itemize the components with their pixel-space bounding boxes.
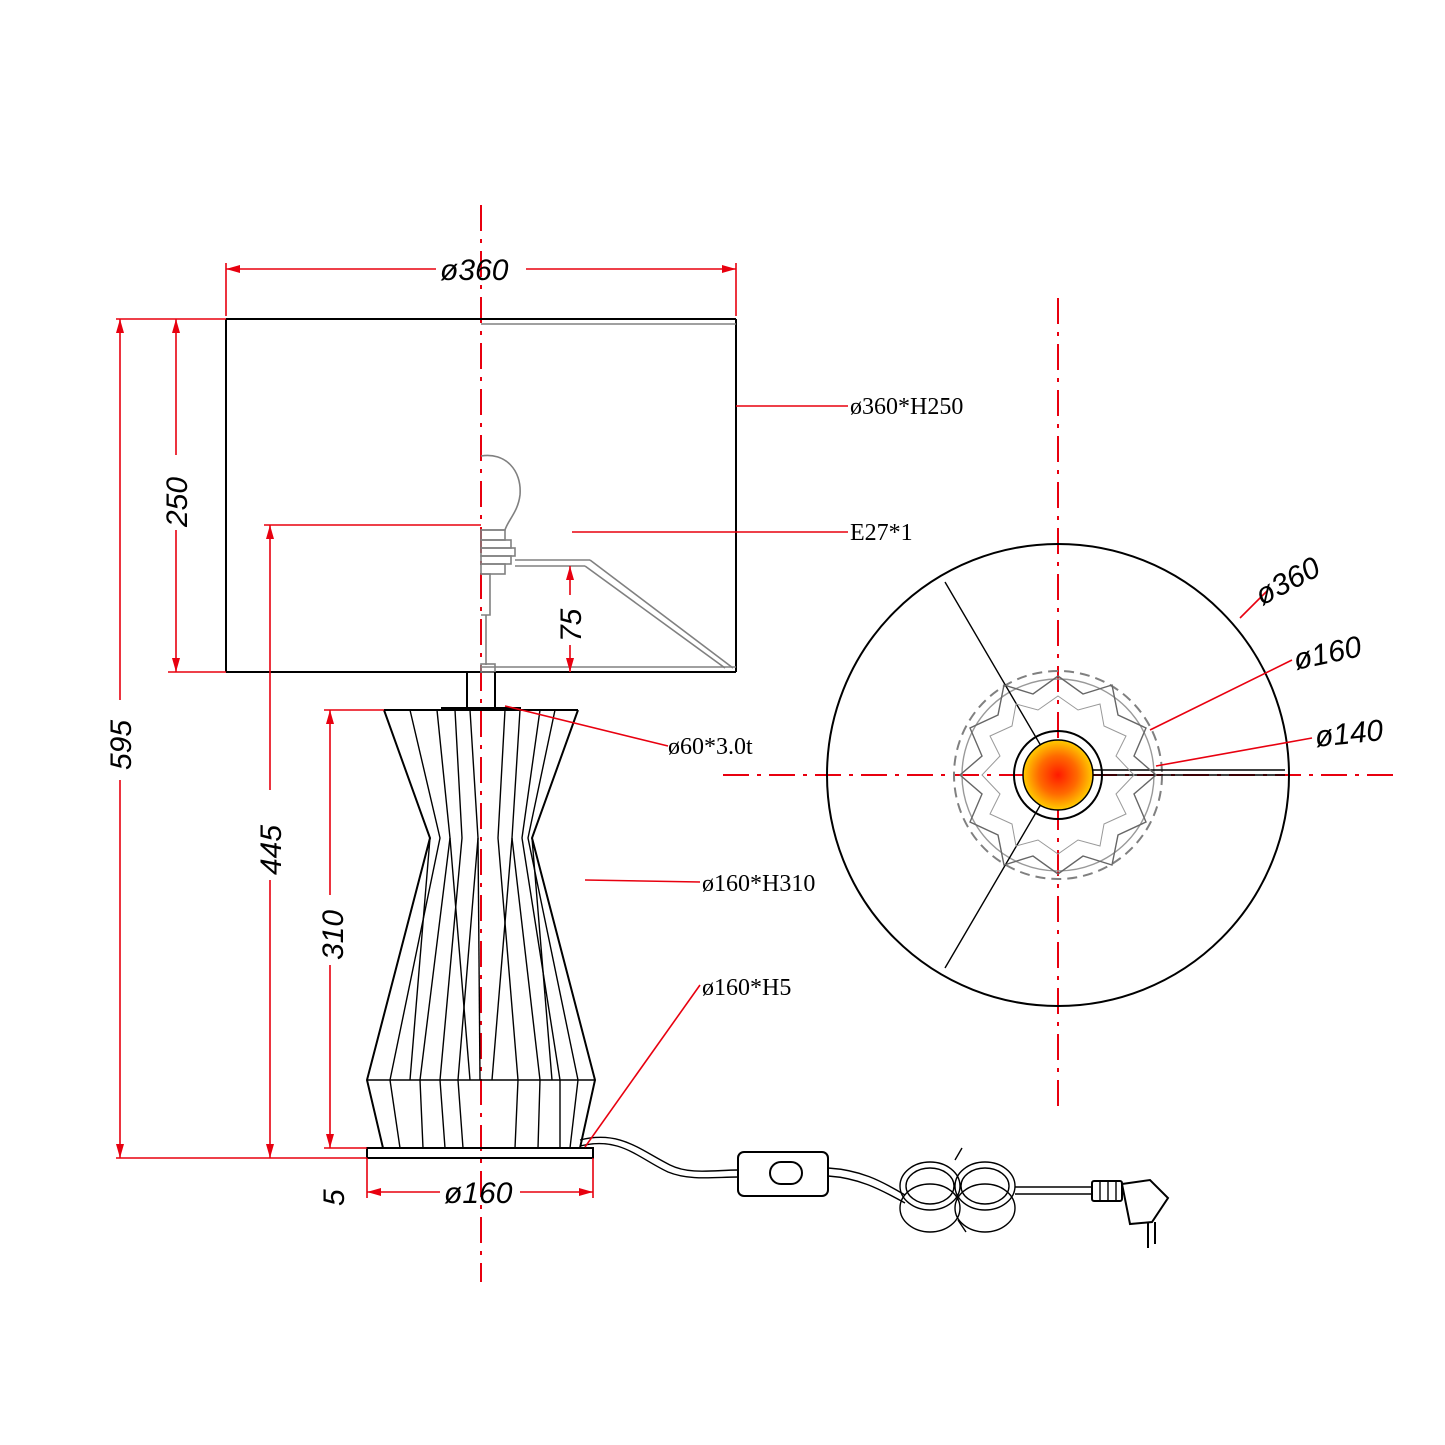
bulb-glow	[1022, 739, 1094, 811]
pleat-star-outline	[958, 675, 1158, 875]
leader-tube	[504, 705, 669, 747]
leader-base	[584, 984, 701, 1148]
label-total-height: 595	[105, 720, 138, 770]
leader-body	[584, 879, 701, 883]
socket-bracket	[515, 559, 734, 669]
label-shade-height: 250	[161, 477, 194, 528]
callout-shade-spec: ø360*H250	[850, 394, 963, 420]
dim-shade-diameter	[225, 263, 737, 316]
label-shade-diameter: ø360	[440, 254, 509, 287]
leader-middle-diameter	[1149, 659, 1293, 731]
power-cord	[579, 1136, 906, 1196]
dim-base-diameter	[366, 1158, 594, 1198]
plug-cord	[1015, 1186, 1092, 1195]
power-cord-inner	[579, 1142, 906, 1204]
leader-inner-diameter	[1155, 737, 1313, 767]
schuko-plug-icon	[1091, 1178, 1170, 1248]
label-top-middle-diameter: ø160	[1291, 630, 1365, 677]
callout-base-spec: ø160*H5	[702, 975, 791, 1001]
dim-shade-height	[168, 319, 226, 673]
label-base-diameter: ø160	[444, 1177, 513, 1210]
top-view-outer-ring	[826, 543, 1290, 1007]
label-base-thickness: 5	[318, 1189, 351, 1206]
label-top-outer-diameter: ø360	[1250, 551, 1326, 612]
leader-outer-diameter	[1239, 589, 1269, 619]
pleated-body	[365, 709, 597, 1149]
dim-socket-offset	[566, 566, 574, 672]
dim-bulb-height	[264, 524, 481, 1158]
base-plate	[366, 1147, 594, 1159]
top-view	[826, 543, 1290, 1007]
callout-socket-spec: E27*1	[850, 520, 913, 546]
cord-coil	[899, 1147, 1016, 1233]
callout-tube-spec: ø60*3.0t	[668, 734, 753, 760]
inline-switch-icon	[737, 1151, 829, 1197]
label-bulb-height: 445	[255, 825, 288, 875]
center-tube	[441, 672, 521, 709]
dim-body-height	[324, 709, 384, 1149]
dim-total-height	[116, 318, 367, 1159]
bulb-icon	[480, 454, 521, 673]
top-view-socket-ring	[1013, 730, 1103, 820]
label-body-height: 310	[317, 910, 350, 960]
callout-body-spec: ø160*H310	[702, 871, 815, 897]
label-socket-offset: 75	[555, 608, 588, 642]
label-top-inner-diameter: ø140	[1313, 714, 1385, 754]
